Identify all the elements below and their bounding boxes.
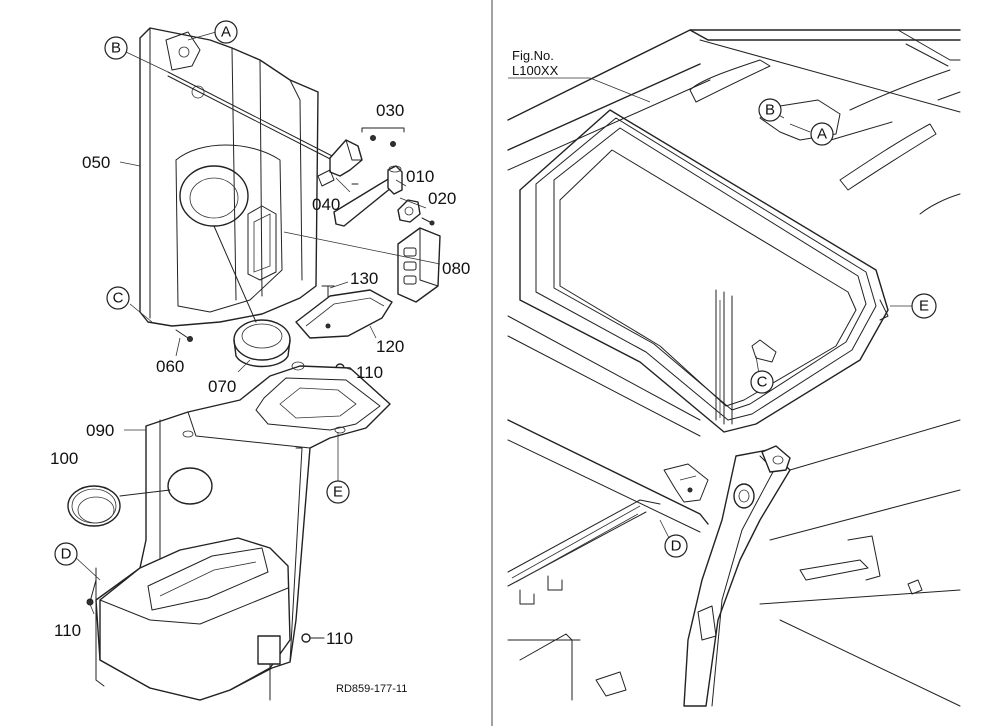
callout-D-left-text: D — [61, 546, 72, 563]
part-label-110-left: 110 — [54, 621, 81, 640]
callout-E-left-text: E — [333, 484, 343, 501]
handle-030 — [317, 127, 405, 187]
upper-trim-panel-050 — [139, 27, 319, 327]
washer-020 — [397, 199, 435, 226]
callout-C-left-text: C — [113, 290, 124, 307]
part-label-110-upper: 110 — [356, 363, 383, 382]
callout-D-left: D — [54, 542, 78, 566]
plate-120 — [295, 285, 393, 339]
fig-label-line2: L100XX — [512, 63, 559, 78]
part-label-060: 060 — [156, 357, 184, 376]
part-label-010: 010 — [406, 167, 434, 186]
callout-E-left: E — [326, 480, 350, 504]
part-label-020: 020 — [428, 189, 456, 208]
callout-A-left-text: A — [221, 24, 231, 41]
screw-110-left — [86, 579, 97, 606]
part-label-120: 120 — [376, 337, 404, 356]
callout-E-right: E — [911, 293, 937, 319]
switch-panel-080 — [397, 227, 441, 303]
screw-060 — [175, 329, 193, 342]
callout-B-left-text: B — [111, 40, 121, 57]
callout-D-right-text: D — [671, 538, 682, 555]
part-label-070: 070 — [208, 377, 236, 396]
release-rod — [167, 71, 341, 161]
callout-A-right: A — [810, 122, 834, 146]
callout-D-right: D — [664, 534, 688, 558]
part-label-130: 130 — [350, 269, 378, 288]
callout-C-right: C — [750, 370, 774, 394]
screw-110-right — [301, 633, 325, 643]
fig-label-line1: Fig.No. — [512, 48, 554, 63]
callout-B-left: B — [104, 36, 128, 60]
part-label-030: 030 — [376, 101, 404, 120]
part-label-080: 080 — [442, 259, 470, 278]
lever-010 — [333, 165, 403, 227]
callout-B-right: B — [758, 98, 782, 122]
callout-B-right-text: B — [765, 102, 775, 119]
callout-A-left: A — [214, 20, 238, 44]
part-label-040: 040 — [312, 195, 340, 214]
release-rod-edge — [167, 75, 341, 165]
grommet-100 — [67, 485, 171, 527]
callout-C-right-text: C — [757, 374, 768, 391]
leader-lines-left — [73, 31, 441, 615]
grommet-070 — [213, 225, 291, 368]
part-label-110-right: 110 — [326, 629, 353, 648]
callout-E-right-text: E — [919, 298, 929, 315]
cab-roof-structure — [507, 29, 961, 707]
lower-trim-panel-090 — [95, 361, 391, 701]
part-label-050: 050 — [82, 153, 110, 172]
callout-C-left: C — [106, 286, 130, 310]
callout-A-right-text: A — [817, 126, 827, 143]
part-label-090: 090 — [86, 421, 114, 440]
part-label-100: 100 — [50, 449, 78, 468]
reference-code: RD859-177-11 — [336, 683, 407, 695]
